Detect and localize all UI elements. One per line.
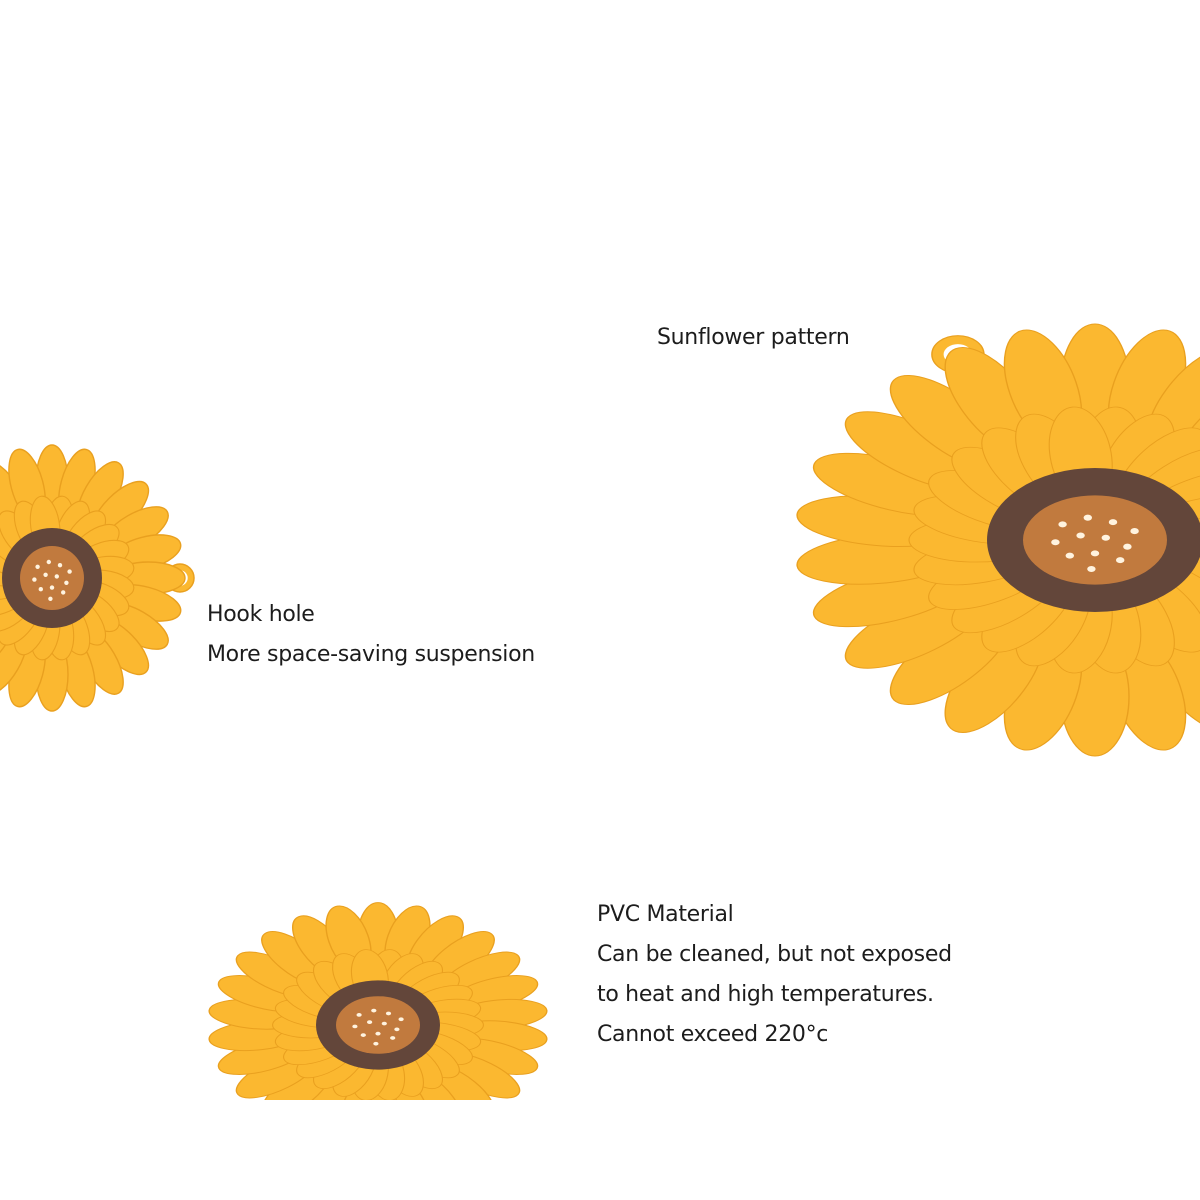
seed-dot bbox=[38, 587, 43, 592]
seed-dot bbox=[1083, 514, 1092, 521]
seed-dot bbox=[398, 1017, 404, 1022]
seed-dot bbox=[32, 577, 37, 582]
seed-dot bbox=[390, 1036, 396, 1040]
seed-dot bbox=[1130, 528, 1139, 535]
seed-dot bbox=[48, 596, 53, 601]
flower-center bbox=[336, 996, 420, 1054]
caption-title: PVC Material bbox=[597, 902, 734, 927]
caption-hook-hole: Hook hole More space-saving suspension bbox=[207, 595, 535, 675]
seed-dot bbox=[1065, 552, 1074, 559]
seed-dot bbox=[1051, 539, 1060, 546]
seed-dot bbox=[1101, 534, 1110, 541]
seed-dot bbox=[373, 1041, 379, 1046]
seed-dot bbox=[352, 1024, 358, 1029]
flower-center bbox=[1023, 495, 1167, 585]
seed-dot bbox=[1116, 557, 1125, 564]
seed-dot bbox=[57, 563, 63, 568]
seed-dot bbox=[1123, 543, 1132, 550]
seed-dot bbox=[1108, 519, 1118, 526]
seed-dot bbox=[367, 1020, 373, 1024]
caption-line: Sunflower pattern bbox=[657, 325, 850, 350]
seed-dot bbox=[385, 1011, 392, 1016]
seed-dot bbox=[61, 590, 66, 595]
seed-dot bbox=[381, 1021, 387, 1026]
seed-dot bbox=[54, 574, 59, 579]
seed-dot bbox=[1090, 550, 1100, 557]
seed-dot bbox=[46, 559, 51, 565]
seed-dot bbox=[360, 1033, 366, 1037]
seed-dot bbox=[35, 564, 40, 569]
seed-dot bbox=[49, 585, 55, 590]
seed-dot bbox=[1058, 521, 1067, 528]
caption-line: to heat and high temperatures. bbox=[597, 982, 934, 1007]
seed-dot bbox=[1076, 532, 1085, 539]
caption-line: Can be cleaned, but not exposed bbox=[597, 942, 952, 967]
seed-dot bbox=[64, 580, 69, 585]
caption-line: Cannot exceed 220°c bbox=[597, 1022, 829, 1047]
seed-dot bbox=[371, 1008, 377, 1013]
seed-dot bbox=[1087, 565, 1096, 573]
caption-sunflower-pattern: Sunflower pattern bbox=[657, 318, 850, 358]
seed-dot bbox=[394, 1027, 400, 1032]
seed-dot bbox=[67, 569, 72, 574]
seed-dot bbox=[375, 1031, 381, 1036]
flower-center bbox=[20, 546, 84, 610]
caption-title: Hook hole bbox=[207, 602, 315, 627]
caption-line: More space-saving suspension bbox=[207, 642, 535, 667]
caption-pvc-material: PVC Material Can be cleaned, but not exp… bbox=[597, 895, 952, 1055]
seed-dot bbox=[43, 572, 48, 577]
seed-dot bbox=[356, 1013, 362, 1017]
